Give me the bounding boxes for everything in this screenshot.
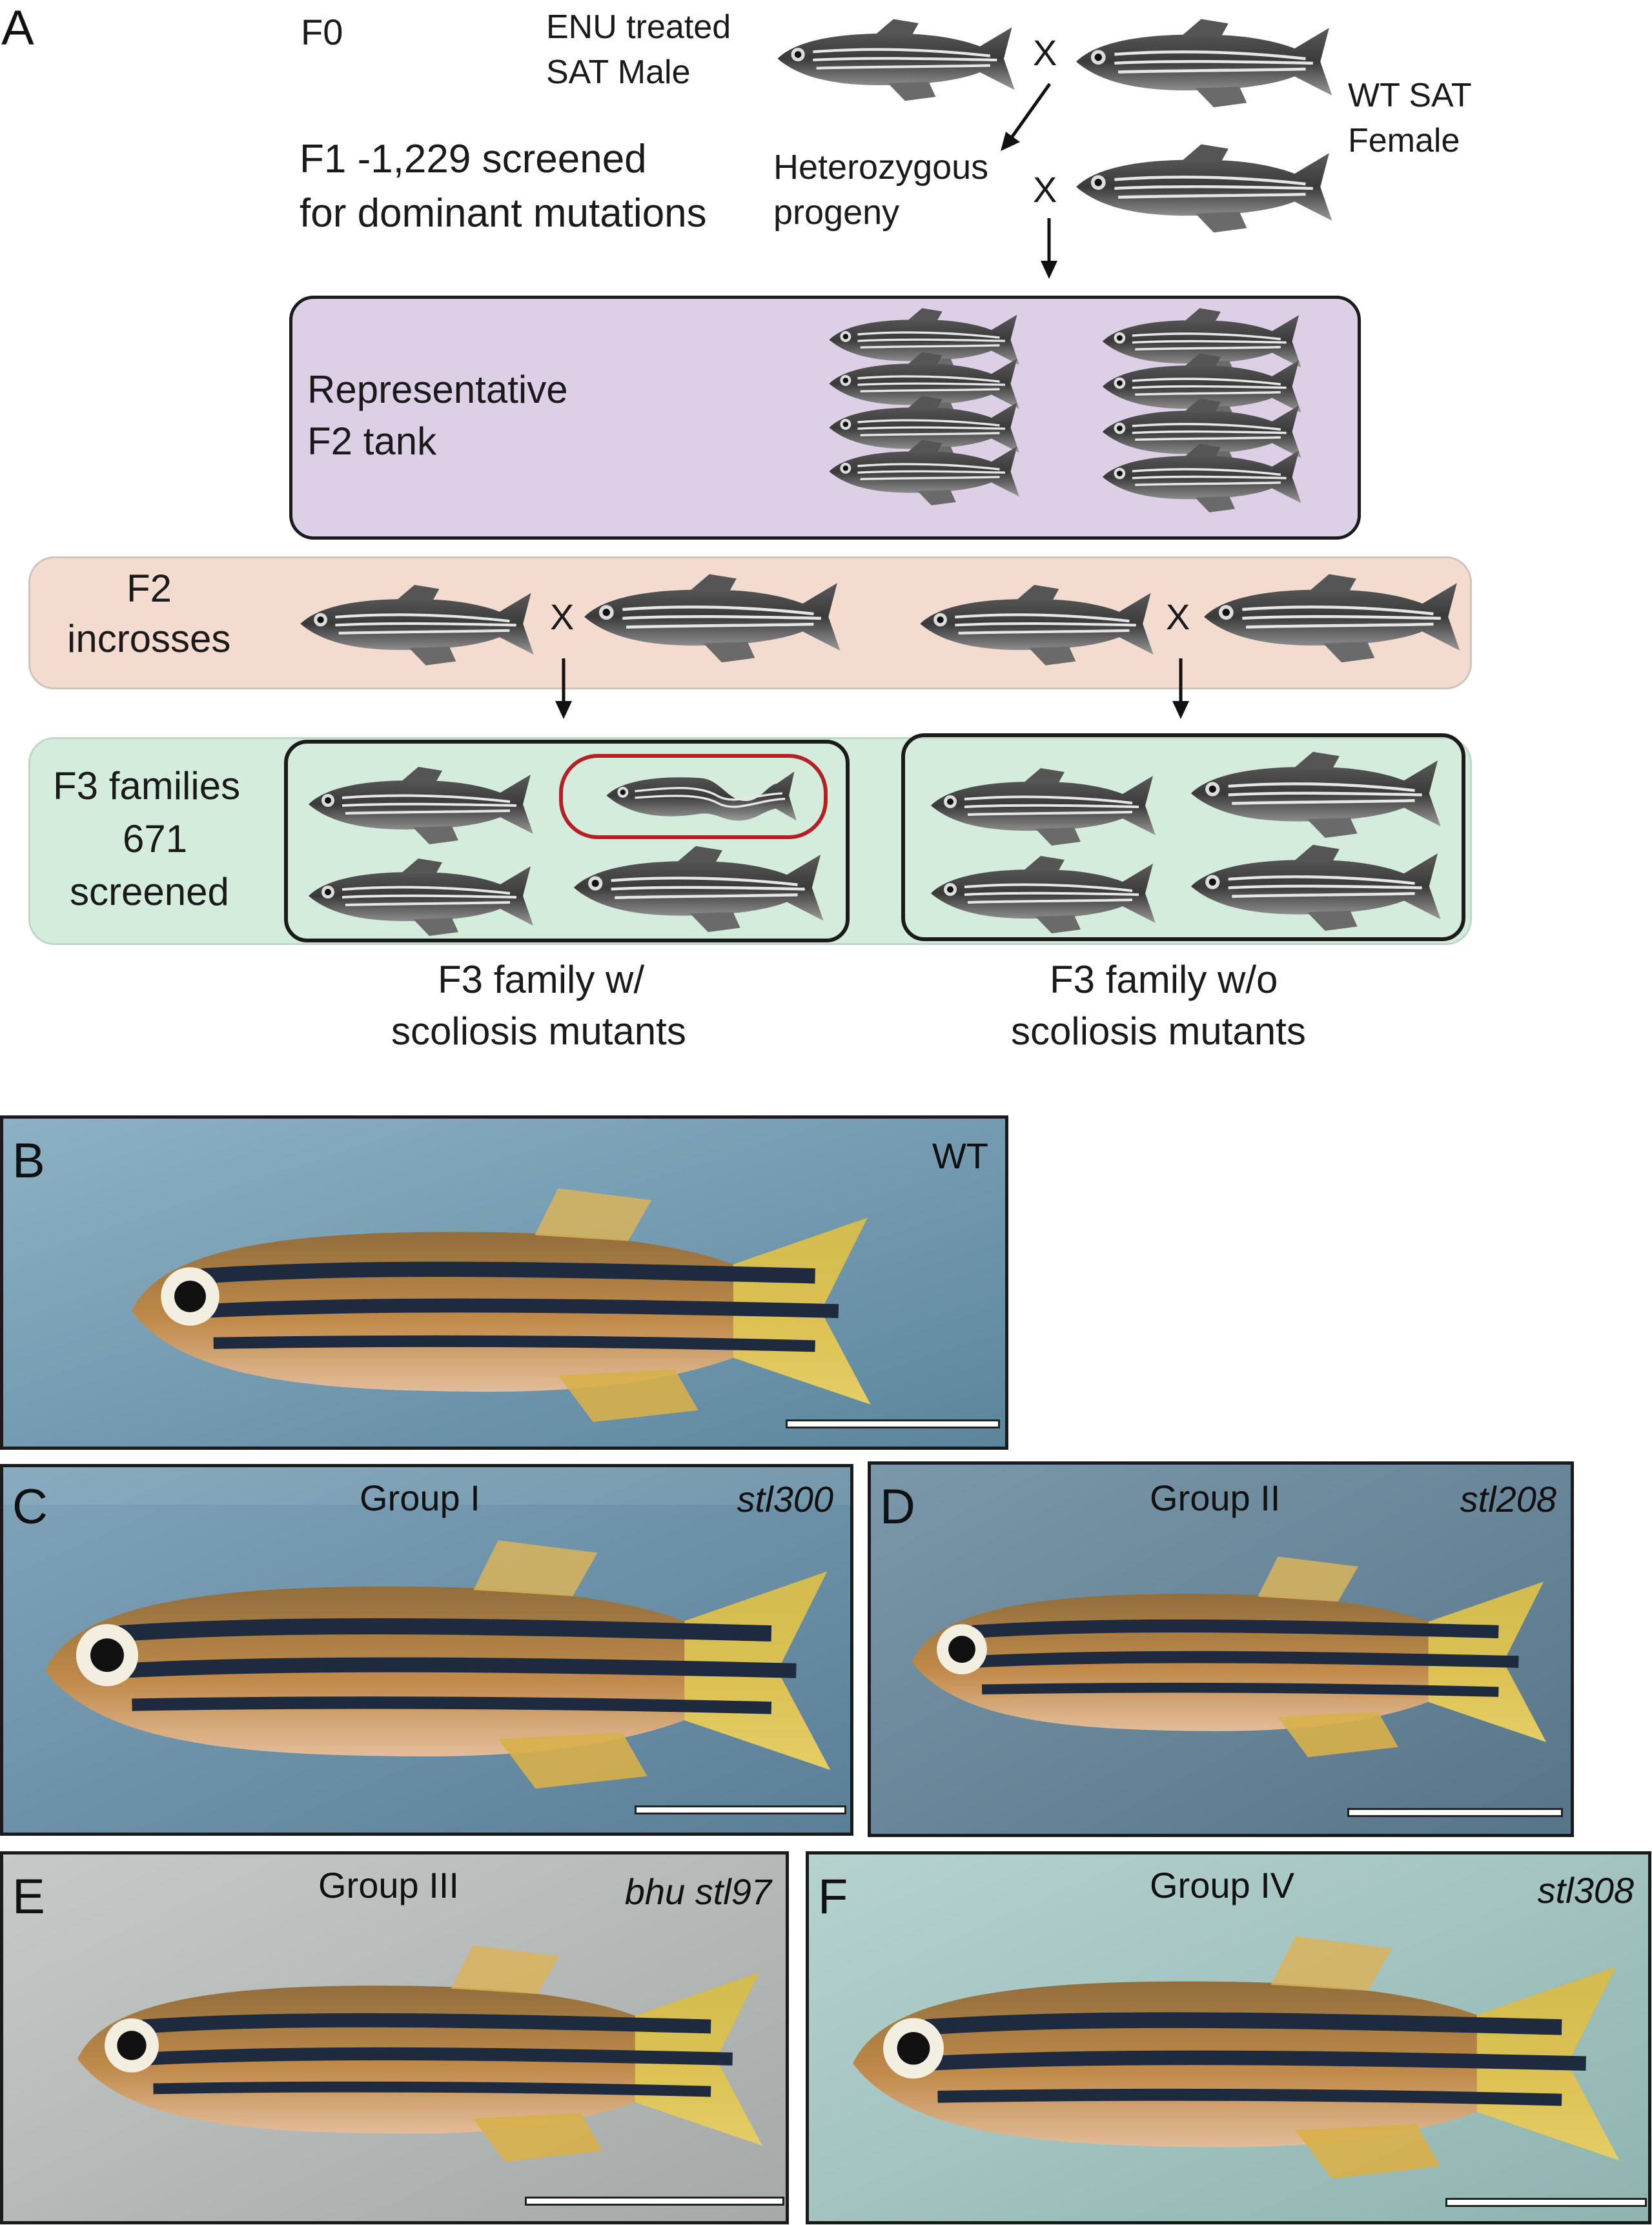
family-with-mutants-label-line1: F3 family w/	[438, 958, 645, 1001]
photo-panel-b: B WT	[0, 1115, 1008, 1450]
scale-bar-c	[635, 1805, 846, 1814]
scale-bar-e	[525, 2197, 784, 2206]
family-with-mutants-label-line2: scoliosis mutants	[391, 1010, 686, 1053]
cross-symbol-incross-right: X	[1166, 596, 1190, 637]
f3-sibling-fish-icon	[307, 857, 535, 937]
wt-female-label-line2: Female	[1348, 122, 1460, 159]
heterozygous-label-line1: Heterozygous	[773, 148, 989, 187]
family-without-mutants-label-line1: F3 family w/o	[1050, 958, 1278, 1001]
scoliosis-mutant-highlight	[559, 754, 828, 839]
incross-fish-icon	[293, 582, 538, 669]
tank-fish-icon	[1101, 442, 1303, 514]
f2-tank-label-line2: F2 tank	[307, 420, 437, 463]
f2-tank-fish-group	[801, 306, 1336, 525]
panel-d-group: Group II	[1150, 1478, 1281, 1518]
panel-letter-d: D	[880, 1479, 915, 1534]
arrow-to-f2-tank	[1041, 218, 1057, 279]
stl208-fish-photo	[897, 1536, 1549, 1768]
arrow-to-f3-right	[1172, 658, 1189, 719]
f3-sibling-fish-icon	[1185, 749, 1443, 842]
f3-sibling-fish-icon	[568, 843, 826, 937]
photo-panel-c: C Group I stl300	[0, 1464, 853, 1836]
scale-bar-b	[786, 1419, 1000, 1428]
f0-label: F0	[301, 12, 343, 52]
arrow-to-f1	[1001, 83, 1052, 151]
scoliosis-mutant-fish-icon	[605, 770, 798, 822]
f3-sibling-fish-icon	[1185, 842, 1443, 935]
panel-letter-f: F	[818, 1869, 848, 1924]
panel-letter-b: B	[12, 1133, 45, 1188]
stl308-fish-photo	[835, 1919, 1622, 2184]
f3-families-label-line3: screened	[70, 870, 229, 913]
incross-fish-icon	[913, 582, 1158, 669]
f0-male-fish-icon	[772, 15, 1017, 106]
panel-d-allele: stl208	[1460, 1479, 1556, 1519]
photo-panel-f: F Group IV stl308	[806, 1851, 1651, 2224]
panel-e-allele: bhu stl97	[624, 1871, 771, 1912]
photo-panel-d: D Group II stl208	[868, 1461, 1574, 1837]
f2-incross-label-line2: incrosses	[67, 617, 231, 660]
f1-label-line1: F1 -1,229 screened	[300, 137, 647, 181]
scale-bar-d	[1347, 1808, 1563, 1817]
f3-sibling-fish-icon	[307, 766, 535, 846]
f3-families-label-line1: F3 families	[53, 764, 241, 808]
wt-female-label-line1: WT SAT	[1348, 77, 1472, 114]
incross-fish-icon	[578, 571, 843, 667]
f3-sibling-fish-icon	[930, 855, 1157, 935]
panel-c-allele: stl300	[737, 1479, 833, 1519]
cross-symbol-f1: X	[1033, 169, 1057, 210]
panel-letter-a: A	[1, 1, 34, 56]
family-without-mutants-label-line2: scoliosis mutants	[1011, 1010, 1306, 1053]
incross-fish-icon	[1198, 571, 1463, 667]
f3-sibling-fish-icon	[930, 767, 1157, 847]
f1-label-line2: for dominant mutations	[300, 191, 707, 236]
cross-symbol-incross-left: X	[550, 596, 575, 637]
heterozygous-label-line2: progeny	[773, 193, 900, 232]
tank-fish-icon	[828, 438, 1021, 507]
stl300-fish-photo	[26, 1523, 833, 1794]
bhu-stl97-fish-photo	[61, 1925, 765, 2171]
f2-tank-label-line1: Representative	[307, 368, 568, 411]
panel-f-allele: stl308	[1537, 1870, 1634, 1911]
enu-male-label-line2: SAT Male	[546, 54, 691, 91]
wt-fish-photo	[23, 1177, 965, 1422]
panel-letter-c: C	[12, 1479, 48, 1534]
f3-family-with-mutants-box	[284, 740, 850, 942]
f0-female-fish-icon	[1070, 15, 1335, 112]
panel-f-group: Group IV	[1150, 1865, 1295, 1905]
f3-families-label-line2: 671	[123, 817, 188, 860]
panel-c-group: Group I	[360, 1478, 480, 1518]
scale-bar-f	[1445, 2198, 1647, 2207]
panel-b-genotype: WT	[932, 1135, 988, 1176]
f1-wt-fish-icon	[1070, 141, 1335, 238]
arrow-to-f3-left	[555, 658, 572, 719]
cross-symbol-f0: X	[1033, 32, 1057, 73]
panel-letter-e: E	[12, 1869, 45, 1924]
enu-male-label-line1: ENU treated	[546, 8, 731, 46]
f3-family-without-mutants-box	[901, 733, 1465, 941]
photo-panel-e: E Group III bhu stl97	[0, 1851, 789, 2224]
f2-incross-label-line1: F2	[127, 567, 172, 610]
panel-e-group: Group III	[318, 1865, 459, 1905]
